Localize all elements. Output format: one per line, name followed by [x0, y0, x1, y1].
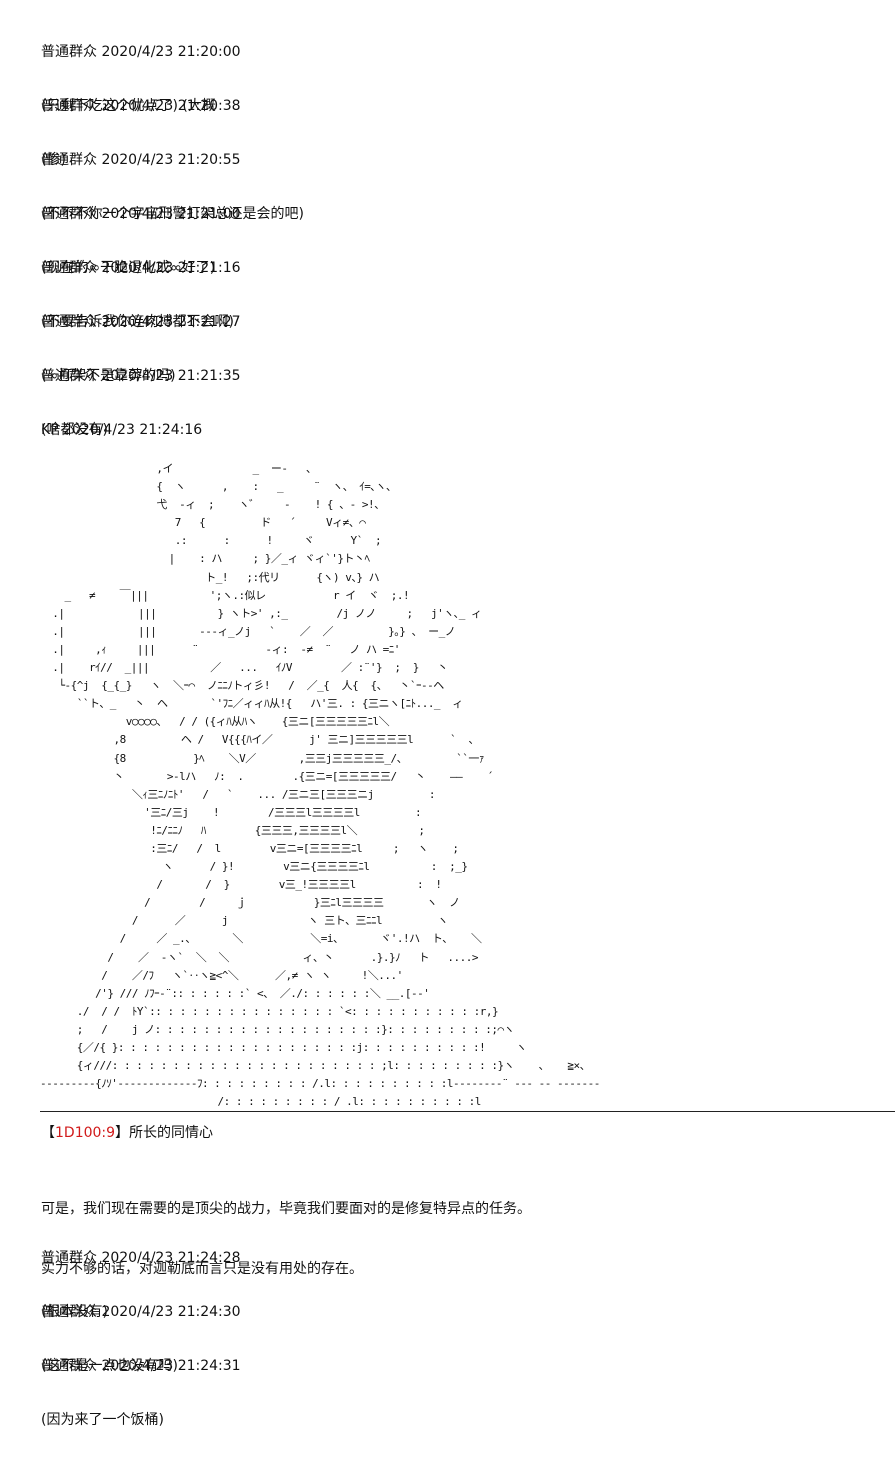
- message-author: 普通群众: [41, 260, 97, 276]
- roll-label: 所长的同情心: [129, 1125, 214, 1141]
- message-author: KP: [41, 422, 59, 438]
- message-text: (不不不你一个宇宙刑警打架总还是会的吧): [41, 206, 304, 222]
- message-text: (啥都没有): [41, 422, 108, 438]
- message-header: 普通群众 2020/4/23 21:20:38: [41, 97, 241, 115]
- message-10: 普通群众 2020/4/23 21:24:31 (因为来了一个饭桶): [41, 1321, 241, 1465]
- message-text: (只剩下吃这个优点了) (大概: [41, 98, 216, 114]
- message-author: 普通群众: [41, 152, 97, 168]
- message-time: 2020/4/23 21:21:16: [101, 260, 241, 276]
- message-author: 普通群众: [41, 98, 97, 114]
- message-1: 普通群众 2020/4/23 21:20:00 (只剩下吃这个优点了) (大概: [41, 7, 241, 151]
- message-text: (因为来了一个饭桶): [41, 1412, 164, 1428]
- message-text: (惨): [41, 152, 66, 168]
- roll-open-bracket: 【: [41, 1125, 55, 1141]
- message-2: 普通群众 2020/4/23 21:20:38 (惨): [41, 61, 241, 205]
- message-text: (根本没有): [41, 1304, 108, 1320]
- message-author: 普通群众: [41, 44, 97, 60]
- message-header: KP 2020/4/23 21:24:16: [41, 421, 202, 439]
- message-header: 普通群众 2020/4/23 21:24:31: [41, 1357, 241, 1375]
- narration: 可是，我们现在需要的是顶尖的战力，毕竟我们要面对的是修复特异点的任务。 实力不够…: [41, 1159, 531, 1319]
- message-text: (现在的∞干脆退化成∞好了): [41, 260, 216, 276]
- message-author: 普通群众: [41, 206, 97, 222]
- kp-message-header: KP 2020/4/23 21:24:16: [41, 385, 202, 475]
- chat-log-page: 普通群众 2020/4/23 21:20:00 (只剩下吃这个优点了) (大概 …: [40, 7, 895, 1428]
- message-header: 普通群众 2020/4/23 21:20:00: [41, 43, 241, 61]
- message-header: 普通群众 2020/4/23 21:21:16: [41, 259, 241, 277]
- message-author: 普通群众: [41, 368, 97, 384]
- message-time: 2020/4/23 21:20:55: [101, 152, 241, 168]
- narration-line: 实力不够的话，对迦勒底而言只是没有用处的存在。: [41, 1261, 363, 1277]
- ascii-art: ,イ _ ー- 、 { ヽ , : _ ¨ ヽ、 ｲ=､ヽ、 弋 ‐ィ ; ヽ゛…: [40, 462, 600, 1109]
- divider-line: [40, 1111, 895, 1112]
- message-8: 普通群众 2020/4/23 21:24:28 (根本没有): [41, 1213, 241, 1357]
- message-header: 普通群众 2020/4/23 21:21:35: [41, 367, 241, 385]
- message-time: 2020/4/23 21:24:31: [101, 1358, 241, 1374]
- message-header: 普通群众 2020/4/23 21:20:55: [41, 151, 304, 169]
- message-author: 普通群众: [41, 1304, 97, 1320]
- message-text: (∞打架不是靠莽的吗): [41, 368, 176, 384]
- message-4: 普通群众 2020/4/23 21:21:00 (现在的∞干脆退化成∞好了): [41, 169, 241, 313]
- message-header: 普通群众 2020/4/23 21:21:00: [41, 205, 241, 223]
- dice-result: 1D100:9: [55, 1125, 116, 1141]
- narration-line: 可是，我们现在需要的是顶尖的战力，毕竟我们要面对的是修复特异点的任务。: [41, 1201, 531, 1217]
- message-header: 普通群众 2020/4/23 21:24:30: [41, 1303, 241, 1321]
- dice-roll-line: 【1D100:9】所长的同情心: [41, 1124, 213, 1142]
- message-time: 2020/4/23 21:21:00: [101, 206, 241, 222]
- message-6: 普通群众 2020/4/23 21:21:27 (∞打架不是靠莽的吗): [41, 277, 241, 421]
- message-time: 2020/4/23 21:21:35: [101, 368, 241, 384]
- message-author: 普通群众: [41, 1250, 97, 1266]
- message-author: 普通群众: [41, 1358, 97, 1374]
- message-9: 普通群众 2020/4/23 21:24:30 (这不是一点也没有吗): [41, 1267, 241, 1411]
- message-text: (这不是一点也没有吗): [41, 1358, 178, 1374]
- message-text: (不要告诉我你连肉搏都不会啊): [41, 314, 234, 330]
- message-time: 2020/4/23 21:20:00: [101, 44, 241, 60]
- message-time: 2020/4/23 21:21:27: [101, 314, 241, 330]
- message-5: 普通群众 2020/4/23 21:21:16 (不要告诉我你连肉搏都不会啊): [41, 223, 241, 367]
- message-time: 2020/4/23 21:24:28: [101, 1250, 241, 1266]
- ascii-art-figure: ,イ _ ー- 、 { ヽ , : _ ¨ ヽ、 ｲ=､ヽ、 弋 ‐ィ ; ヽ゛…: [40, 460, 600, 1110]
- message-time: 2020/4/23 21:20:38: [101, 98, 241, 114]
- message-header: 普通群众 2020/4/23 21:21:27: [41, 313, 241, 331]
- message-time: 2020/4/23 21:24:16: [63, 422, 203, 438]
- message-time: 2020/4/23 21:24:30: [101, 1304, 241, 1320]
- message-3: 普通群众 2020/4/23 21:20:55 (不不不你一个宇宙刑警打架总还是…: [41, 115, 304, 259]
- roll-close-bracket: 】: [115, 1125, 130, 1141]
- message-7: 普通群众 2020/4/23 21:21:35 (啥都没有): [41, 331, 241, 475]
- message-header: 普通群众 2020/4/23 21:24:28: [41, 1249, 241, 1267]
- message-author: 普通群众: [41, 314, 97, 330]
